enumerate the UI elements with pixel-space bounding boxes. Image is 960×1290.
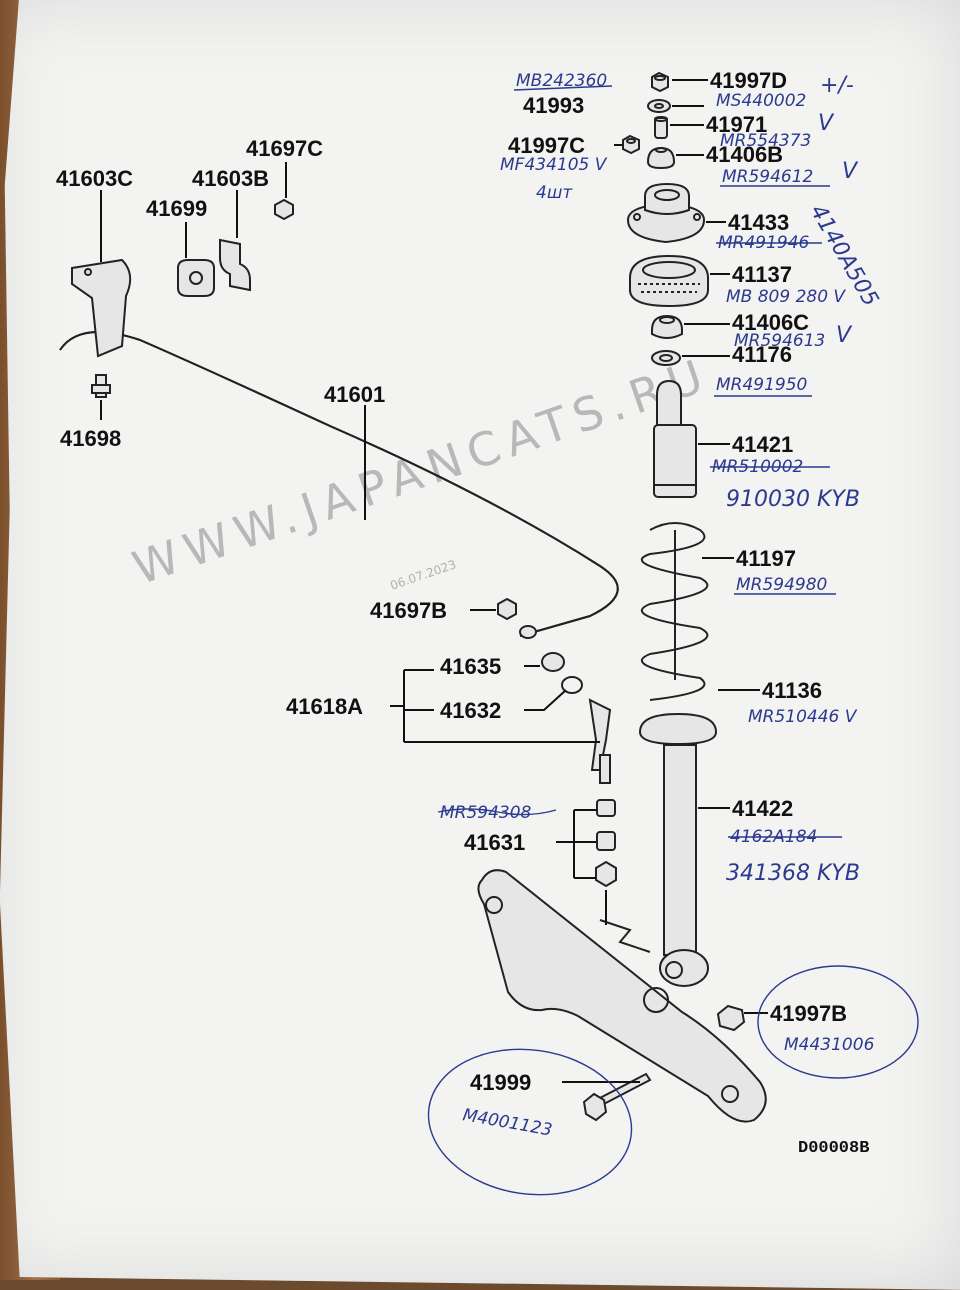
hw-mr510446: MR510446 V: [748, 707, 858, 727]
part-41632-ring: [561, 676, 583, 694]
part-41997B-nut: [716, 1004, 746, 1032]
part-41176-washer: [651, 350, 681, 366]
hw-mr554373: MR554373: [720, 131, 811, 151]
label-41997B: 41997B: [770, 1001, 847, 1026]
label-41631: 41631: [464, 830, 525, 855]
part-41698-bolt: [91, 374, 111, 398]
note-41997D: +/-: [820, 73, 854, 98]
label-41618A: 41618A: [286, 694, 363, 719]
label-41603B: 41603B: [192, 166, 269, 191]
label-41603C: 41603C: [56, 166, 133, 191]
hw-mr594613: MR594613: [734, 331, 825, 351]
label-41433: 41433: [728, 210, 789, 235]
part-41993-washer: [647, 99, 671, 113]
label-41997C: 41997C: [508, 133, 585, 158]
hw-m4001123: M4001123: [461, 1105, 553, 1140]
label-41999: 41999: [470, 1070, 531, 1095]
part-41997D-nut: [651, 71, 669, 93]
hw-kyb910030: 910030 KYB: [726, 487, 860, 512]
label-41698: 41698: [60, 426, 121, 451]
part-lower-arm: [477, 869, 767, 1123]
label-41406B: 41406B: [706, 142, 783, 167]
note-41971: V: [818, 111, 835, 136]
part-41618A-link: [588, 698, 612, 784]
label-41635: 41635: [440, 654, 501, 679]
hw-mr491950: MR491950: [716, 375, 807, 395]
part-41406B-bushing: [646, 146, 676, 170]
part-41421-dust-boot: [653, 379, 697, 498]
label-41176: 41176: [732, 342, 792, 367]
label-41137: 41137: [732, 262, 792, 287]
part-41699-bushing: [177, 259, 215, 297]
hw-mb242360: MB242360: [516, 71, 607, 91]
label-41971: 41971: [706, 112, 767, 137]
label-41699: 41699: [146, 196, 207, 221]
part-41137-bearing: [629, 254, 709, 308]
label-41601: 41601: [324, 382, 385, 407]
part-41433-mount: [626, 182, 706, 244]
label-41997D: 41997D: [710, 68, 787, 93]
part-41197-coil-spring: [640, 522, 709, 701]
part-41971-collar: [654, 116, 668, 139]
label-41697C: 41697C: [246, 136, 323, 161]
label-41697B: 41697B: [370, 598, 447, 623]
note-41406C: V: [836, 323, 853, 348]
hw-mb809280: MB 809 280 V: [726, 287, 846, 307]
stamp-date: 06.07.2023: [388, 557, 458, 593]
label-41993: 41993: [523, 93, 584, 118]
diagram-code: D00008B: [798, 1139, 869, 1158]
part-41603C-bracket: [71, 258, 132, 358]
ink-circle-41999: [427, 1048, 633, 1196]
part-41422-shock-absorber: [659, 744, 709, 987]
watermark: WWW.JAPANCATS.RU: [126, 347, 717, 595]
hw-mr594612: MR594612: [722, 167, 813, 187]
leader-lines: [100, 79, 768, 1083]
part-41697B-nut: [497, 597, 517, 621]
hw-mr594980: MR594980: [736, 575, 827, 595]
hw-ms440002: MS440002: [716, 91, 806, 111]
part-41997C-nut: [622, 134, 640, 155]
label-41197: 41197: [736, 546, 796, 571]
part-41406C-bushing: [651, 314, 683, 339]
label-41421: 41421: [732, 432, 793, 457]
part-41136-spring-seat: [638, 712, 718, 746]
ink-circle-41997B: [757, 965, 919, 1079]
label-41136: 41136: [762, 678, 822, 703]
part-41697C-nut: [274, 198, 294, 221]
part-41603B-clamp: [219, 238, 251, 292]
part-41601-stabilizer-bar: [59, 331, 619, 639]
label-41406C: 41406C: [732, 310, 809, 335]
part-41631-bushing-set: [595, 799, 617, 925]
part-41999-bolt: [582, 1072, 652, 1122]
hw-mf434105: MF434105 V: [500, 155, 608, 175]
note-41406B: V: [842, 159, 859, 184]
hw-kyb341368: 341368 KYB: [726, 861, 860, 886]
hw-m4431006: M4431006: [784, 1035, 875, 1055]
label-41422: 41422: [732, 796, 793, 821]
hw-qty: 4шт: [536, 183, 573, 203]
part-41635-cap: [541, 652, 565, 672]
hw-scribble: MR594308: [440, 803, 532, 823]
label-41632: 41632: [440, 698, 501, 723]
